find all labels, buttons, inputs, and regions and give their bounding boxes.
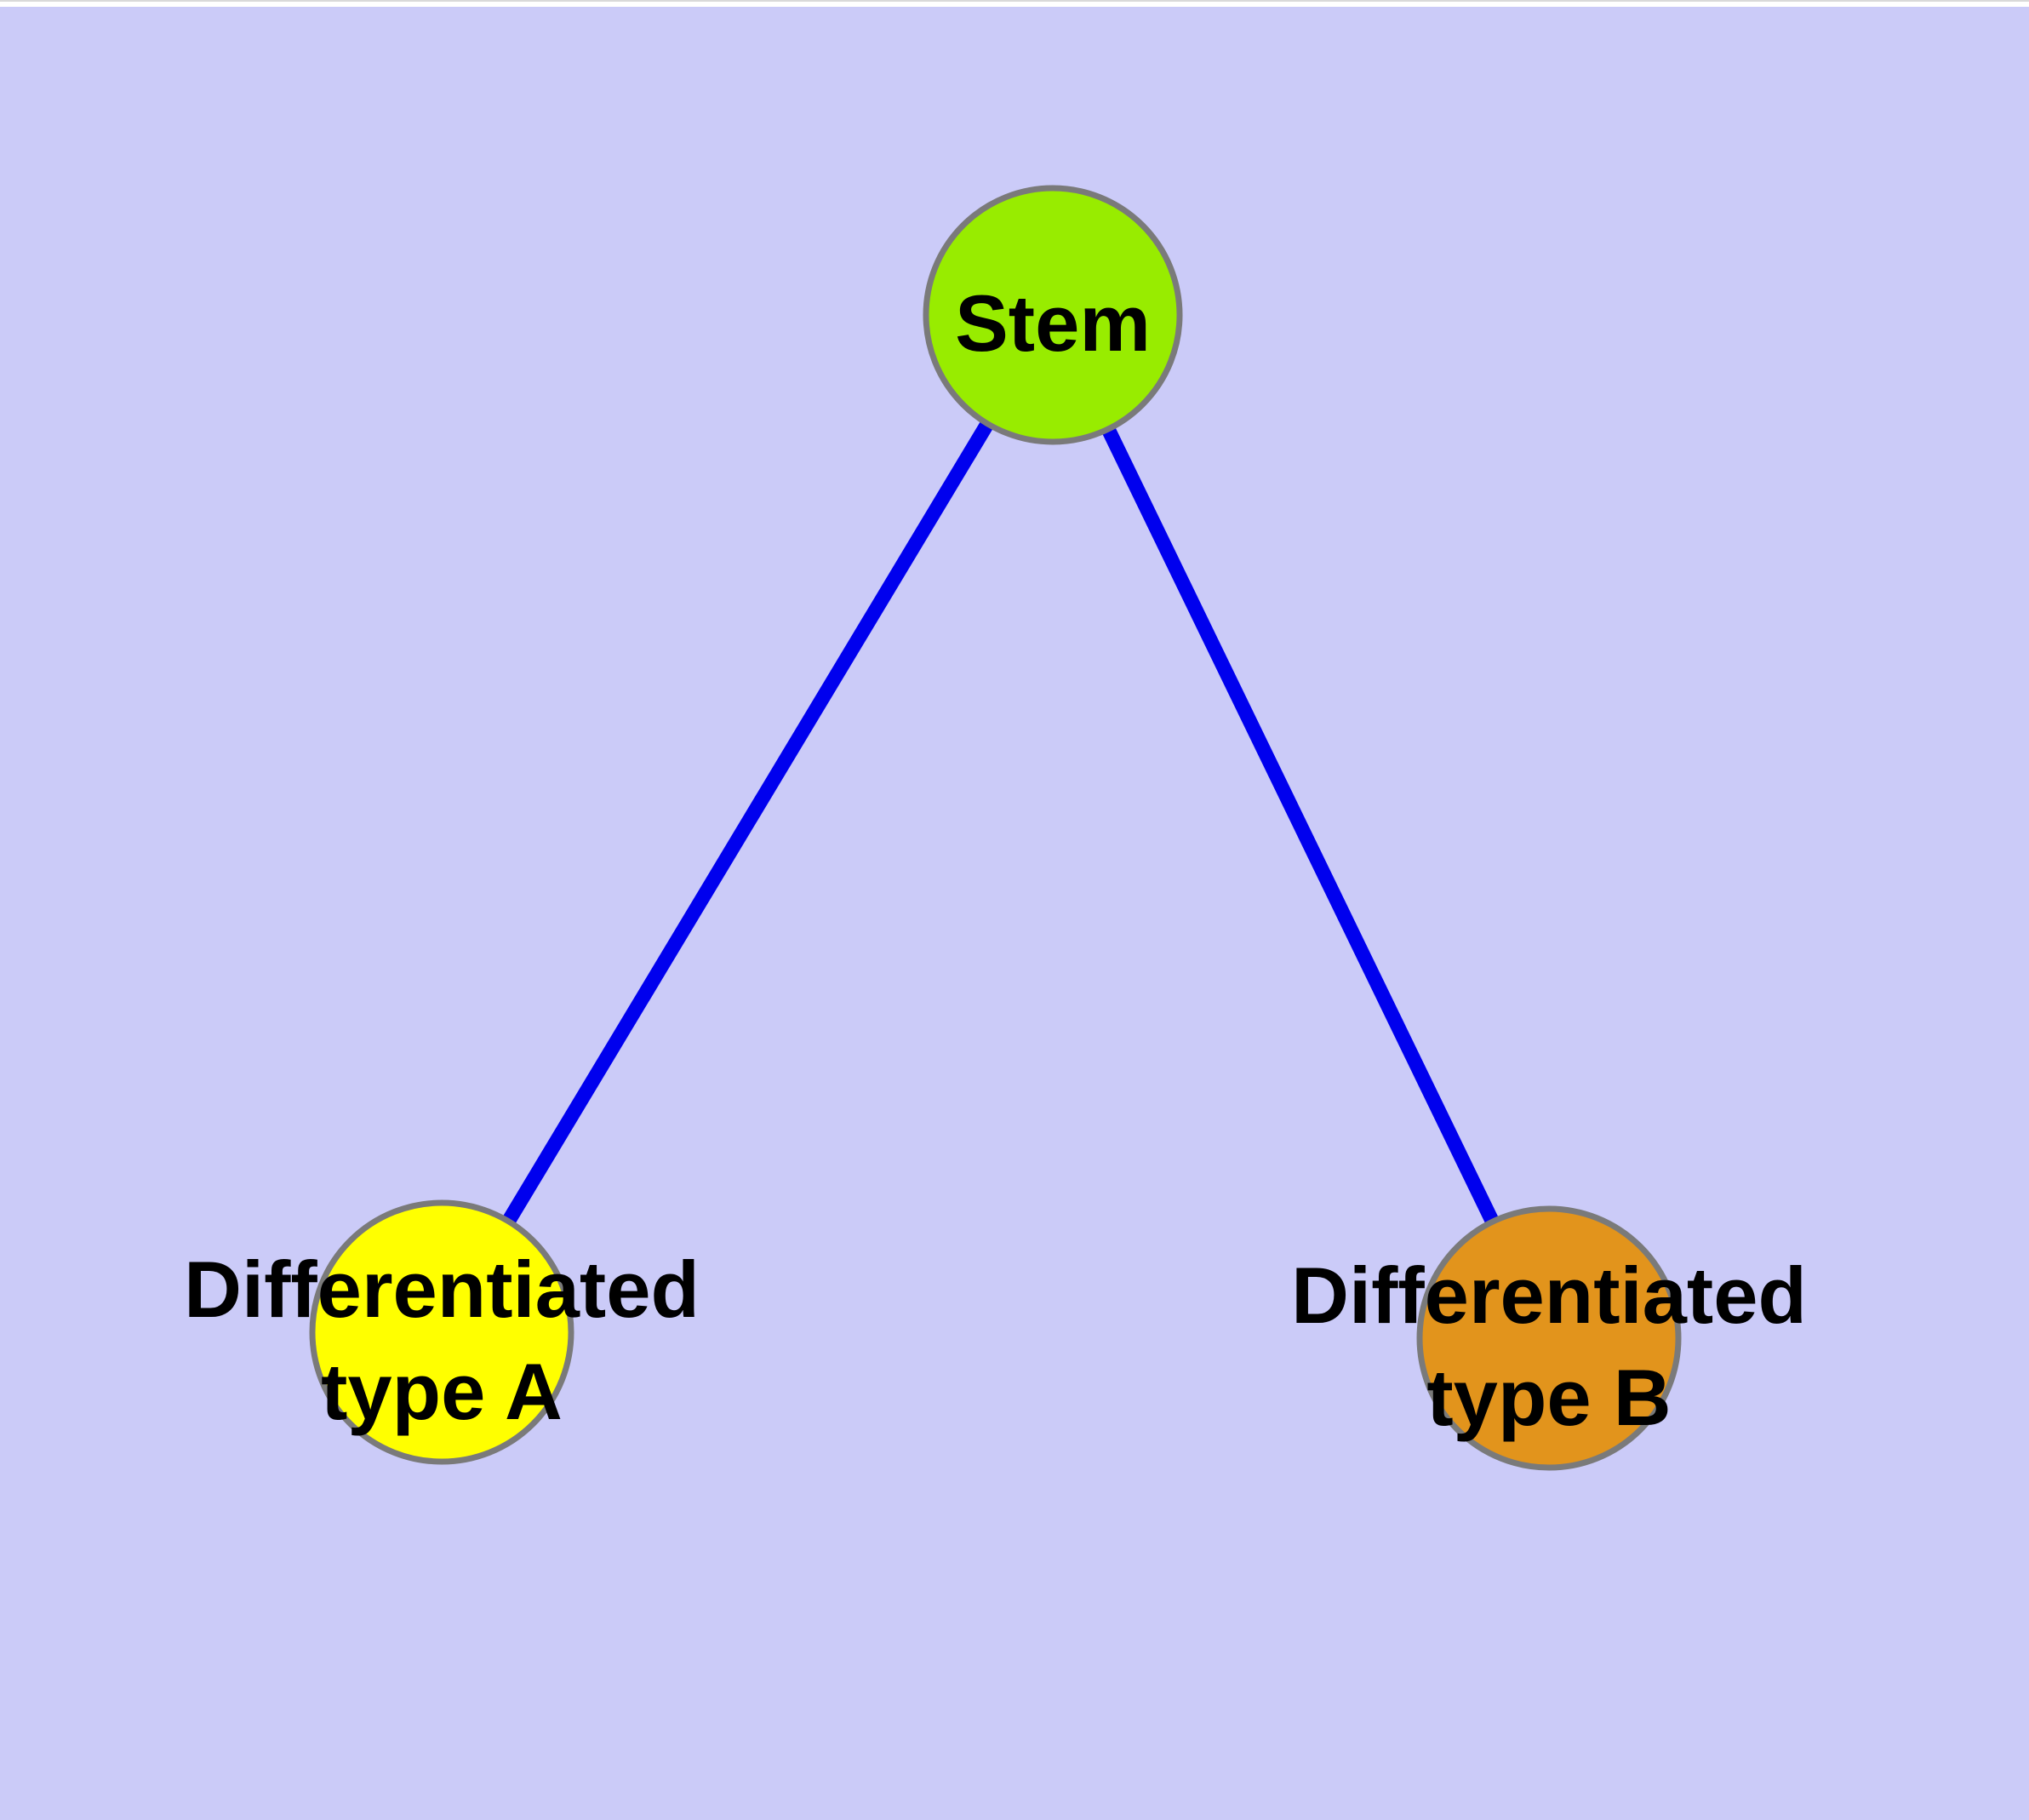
edge-stem-to-type-b: [1046, 312, 1556, 1342]
stem-node: [923, 185, 1183, 445]
type-a-label-line2: type A: [321, 1347, 563, 1436]
type-b-label-line2: type B: [1426, 1353, 1671, 1442]
type-a-label-line1: Differentiated: [184, 1245, 700, 1334]
edge-stem-to-type-a: [435, 311, 1060, 1336]
type-b-node: [1416, 1205, 1682, 1471]
type-a-node: [309, 1199, 574, 1465]
stem-node-label: Stem: [955, 278, 1151, 368]
top-strip: [0, 2, 2029, 7]
type-b-label-line1: Differentiated: [1291, 1251, 1807, 1340]
top-hairline: [0, 0, 2029, 2]
